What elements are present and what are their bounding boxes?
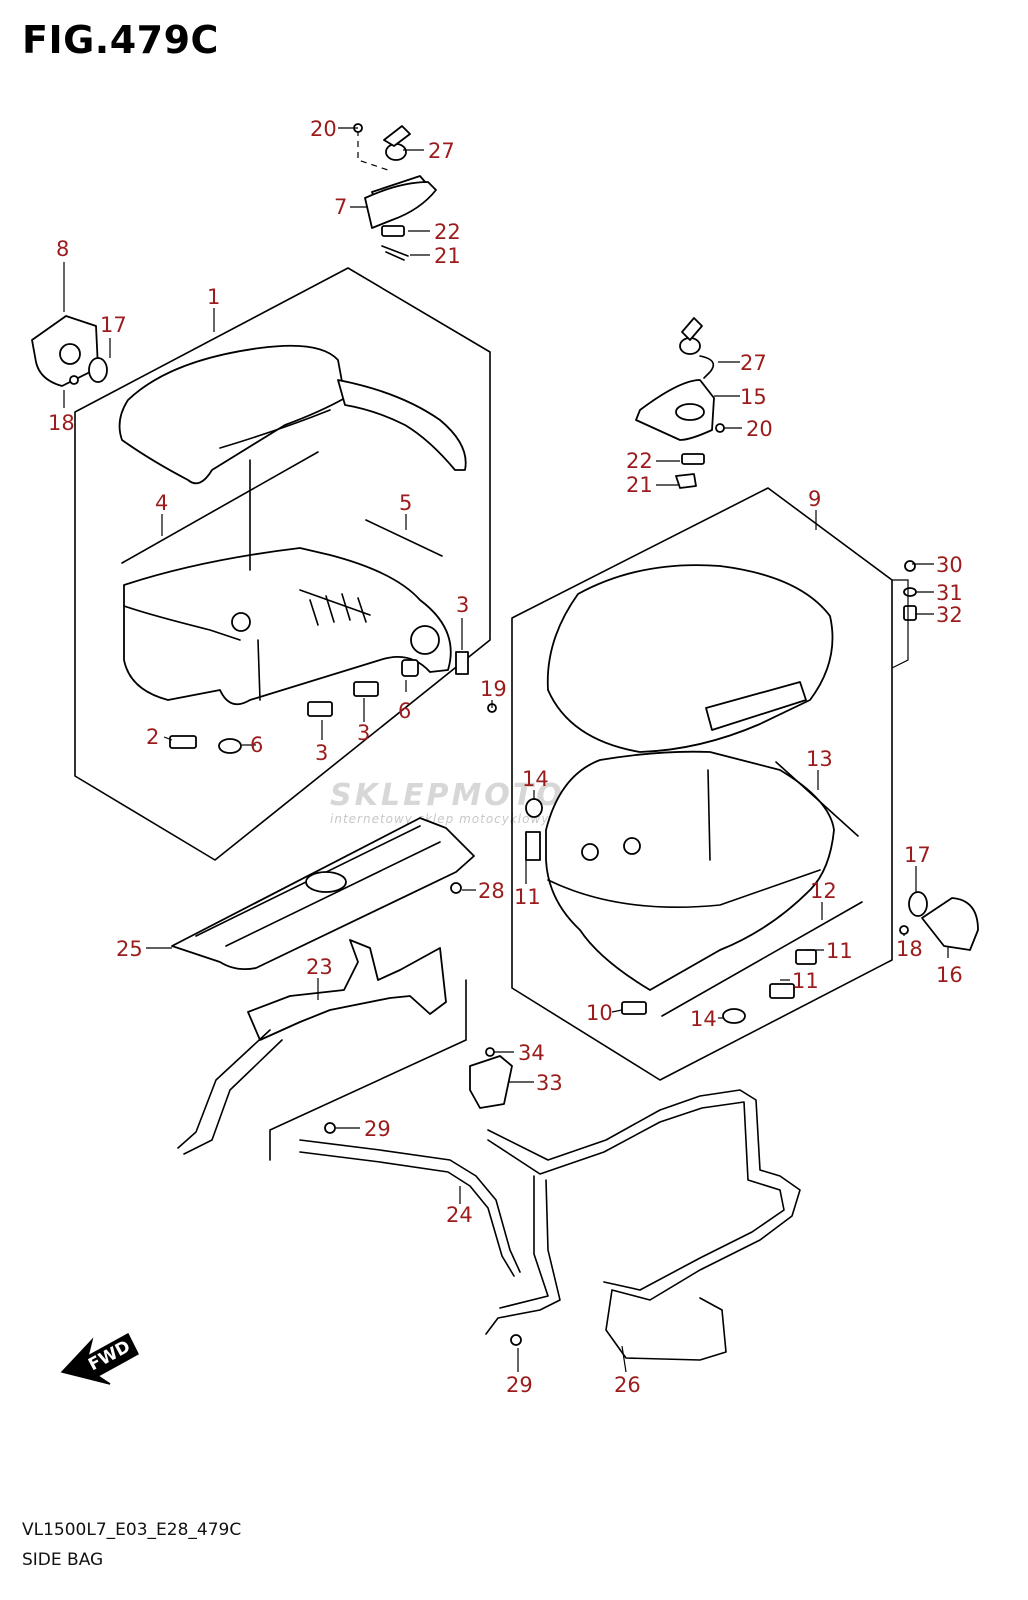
callout-15: 15 <box>740 385 767 409</box>
callout-11-bottom: 11 <box>792 969 819 993</box>
callout-31: 31 <box>936 581 963 605</box>
seal-strip-4 <box>121 451 319 564</box>
callout-19: 19 <box>480 677 507 701</box>
callout-22-right: 22 <box>626 449 653 473</box>
left-bag-frame <box>74 267 491 861</box>
support-plate-25 <box>171 817 475 971</box>
right-part-10 <box>621 1001 647 1015</box>
callout-22-top: 22 <box>434 220 461 244</box>
callout-34: 34 <box>518 1041 545 1065</box>
bolt-28 <box>450 882 462 894</box>
callout-20-top: 20 <box>310 117 337 141</box>
seal-strip-5 <box>365 519 443 557</box>
figure-code: VL1500L7_E03_E28_479C <box>22 1520 242 1540</box>
right-part-11-left <box>525 831 541 861</box>
callout-17-left: 17 <box>100 313 127 337</box>
leader-lines <box>63 127 949 1373</box>
callout-6-top: 6 <box>398 699 411 723</box>
callout-33: 33 <box>536 1071 563 1095</box>
callout-12: 12 <box>810 879 837 903</box>
callout-8: 8 <box>56 237 69 261</box>
callout-17-right: 17 <box>904 843 931 867</box>
callout-28: 28 <box>478 879 505 903</box>
callout-1: 1 <box>207 285 220 309</box>
figure-name: SIDE BAG <box>22 1550 104 1570</box>
right-part-14-bottom <box>722 1008 746 1024</box>
callout-27-right: 27 <box>740 351 767 375</box>
callout-16: 16 <box>936 963 963 987</box>
seal-strip-12 <box>661 901 863 1017</box>
bolt-34 <box>485 1047 495 1057</box>
callout-32: 32 <box>936 603 963 627</box>
left-part-3-right <box>353 681 379 697</box>
callout-14-top: 14 <box>522 767 549 791</box>
bracket-23 <box>177 939 447 1155</box>
callout-26: 26 <box>614 1373 641 1397</box>
callout-18-right: 18 <box>896 937 923 961</box>
right-part-11-bottom <box>769 983 795 999</box>
callout-4: 4 <box>155 491 168 515</box>
callout-29-bottom: 29 <box>506 1373 533 1397</box>
left-part-3-mid <box>307 701 333 717</box>
callout-20-right: 20 <box>746 417 773 441</box>
callout-9: 9 <box>808 487 821 511</box>
collar-32 <box>903 605 917 621</box>
callout-21-right: 21 <box>626 473 653 497</box>
right-bag-lid <box>546 564 834 753</box>
washer-31 <box>903 587 917 597</box>
callout-14-bottom: 14 <box>690 1007 717 1031</box>
callout-labels: 20 27 7 22 21 8 1 17 18 4 5 3 6 3 3 2 6 … <box>48 117 963 1397</box>
callout-5: 5 <box>399 491 412 515</box>
right-bag-frame <box>511 487 893 1081</box>
callout-13: 13 <box>806 747 833 771</box>
callout-25: 25 <box>116 937 143 961</box>
bracket-33 <box>469 1055 513 1109</box>
callout-10: 10 <box>586 1001 613 1025</box>
callout-6-bottom: 6 <box>250 733 263 757</box>
callout-11-left: 11 <box>514 885 541 909</box>
right-lock-assembly <box>635 317 725 489</box>
right-reflector-16 <box>921 897 979 951</box>
right-grommet-17 <box>908 891 928 917</box>
callout-27-top: 27 <box>428 139 455 163</box>
left-part-6-bottom <box>218 738 242 754</box>
left-washer-18 <box>69 375 79 385</box>
callout-3-right: 3 <box>357 721 370 745</box>
right-part-14-top <box>525 798 543 818</box>
seal-strip-13 <box>775 761 859 837</box>
bolt-29-bottom <box>510 1334 522 1346</box>
callout-23: 23 <box>306 955 333 979</box>
callout-2: 2 <box>146 725 159 749</box>
guard-frame-26 <box>469 1047 801 1361</box>
left-part-3-top <box>455 651 469 675</box>
figure-title: FIG.479C <box>22 18 219 62</box>
callout-29-top: 29 <box>364 1117 391 1141</box>
stay-24 <box>299 1122 521 1277</box>
left-part-2 <box>169 735 197 749</box>
right-washer-18 <box>899 925 909 935</box>
bolt-29-top <box>324 1122 336 1134</box>
left-bag-lid <box>118 344 467 485</box>
callout-3-mid: 3 <box>315 741 328 765</box>
watermark-sub: internetowy sklep motocyklowy <box>330 812 549 826</box>
left-grommet-17 <box>88 357 108 383</box>
callout-7: 7 <box>334 195 347 219</box>
callout-18-left: 18 <box>48 411 75 435</box>
left-bag-body <box>123 547 452 706</box>
top-lock-assembly <box>353 123 437 261</box>
left-part-6-top <box>401 659 419 677</box>
lower-frame-box <box>269 979 467 1161</box>
right-bag-body <box>545 750 835 991</box>
callout-30: 30 <box>936 553 963 577</box>
left-reflector-lens <box>59 343 81 365</box>
callout-3-top: 3 <box>456 593 469 617</box>
right-part-11-mid <box>795 949 817 965</box>
bolt-30 <box>904 560 916 572</box>
callout-21-top: 21 <box>434 244 461 268</box>
callout-24: 24 <box>446 1203 473 1227</box>
callout-11-mid: 11 <box>826 939 853 963</box>
fwd-arrow: FWD <box>60 1332 139 1385</box>
